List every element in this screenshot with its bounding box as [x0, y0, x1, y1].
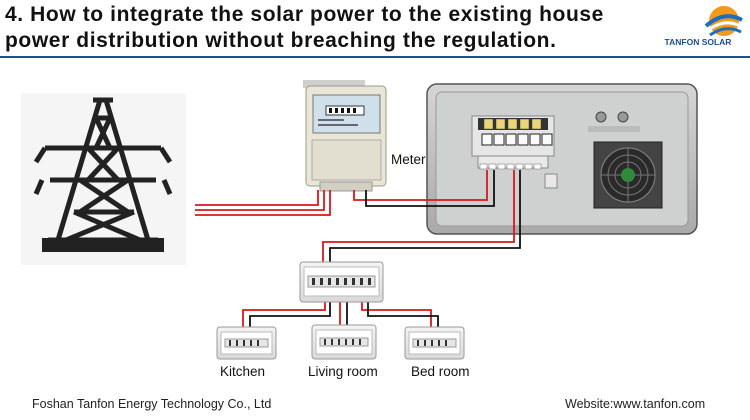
kitchen-distribution-box — [216, 326, 277, 360]
transmission-tower-icon — [21, 93, 186, 265]
slide-title: 4. How to integrate the solar power to t… — [5, 2, 645, 54]
room-label-bed-room: Bed room — [411, 364, 470, 379]
tanfon-sun-logo-icon — [704, 6, 743, 37]
slide-title-line-1: 4. How to integrate the solar power to t… — [5, 3, 604, 26]
inverter-icon — [426, 83, 698, 235]
title-underline — [0, 56, 750, 58]
logo-brand-text: TANFON SOLAR — [664, 37, 732, 47]
footer-company: Foshan Tanfon Energy Technology Co., Ltd — [32, 397, 272, 411]
room-label-kitchen: Kitchen — [220, 364, 266, 379]
meter-label: Meter — [391, 152, 426, 167]
bed-room-distribution-box — [404, 326, 465, 360]
slide-title-line-2: power distribution without breaching the… — [5, 29, 557, 52]
distribution-box-icon — [299, 261, 384, 303]
room-label-living-room: Living room — [308, 364, 378, 379]
electric-meter-icon — [303, 80, 387, 192]
footer-website[interactable]: Website:www.tanfon.com — [565, 397, 706, 411]
wiring — [195, 170, 521, 328]
living-room-distribution-box — [311, 324, 377, 360]
